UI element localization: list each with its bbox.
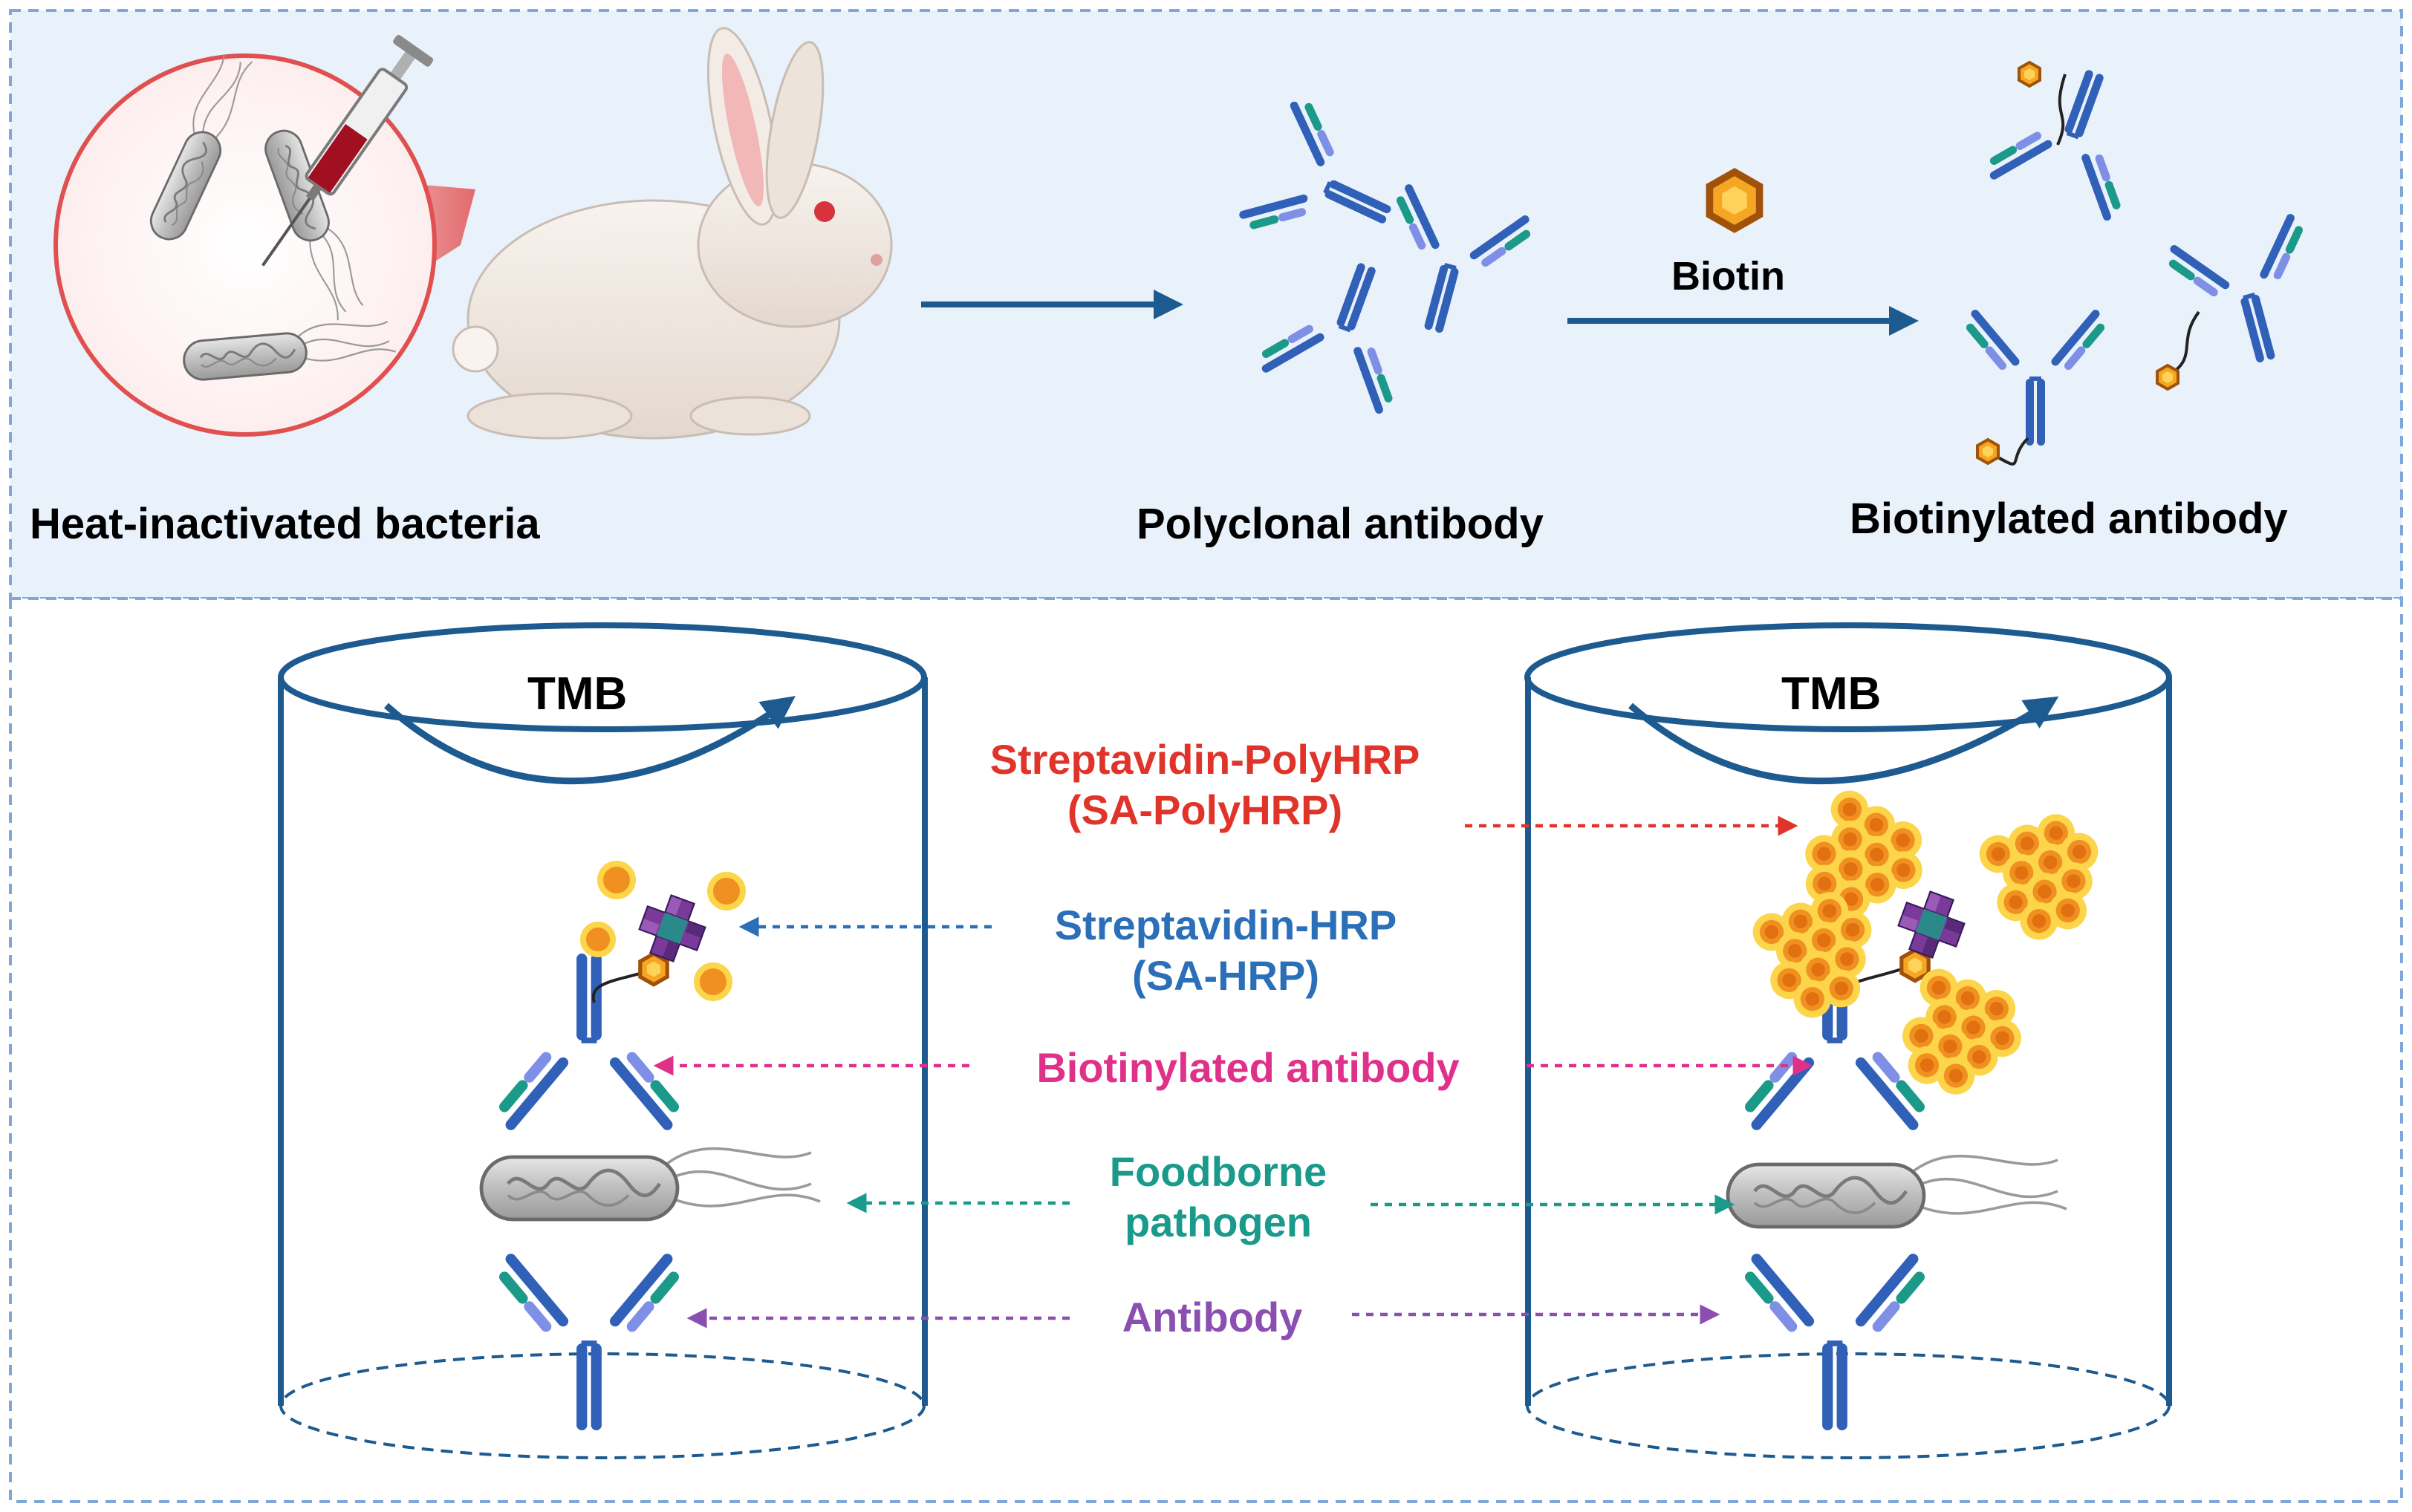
- pathogen-label-line2: pathogen: [1125, 1199, 1312, 1245]
- sa-hrp-label-line1: Streptavidin-HRP: [1055, 902, 1397, 948]
- biotin-label: Biotin: [1671, 254, 1785, 299]
- left-sandwich-assay: [481, 861, 820, 1430]
- biotinylated-antibody-label: Biotinylated antibody: [1850, 495, 2288, 543]
- left-well-title: TMB: [527, 668, 627, 720]
- sa-polyhrp-label-line1: Streptavidin-PolyHRP: [990, 736, 1420, 783]
- syringe-icon: [261, 35, 434, 267]
- right-well: [1524, 622, 2172, 1459]
- bacteria-label: Heat-inactivated bacteria: [30, 500, 540, 548]
- biotinylated-antibody-group: [1965, 48, 2335, 466]
- biotin-icon: [1709, 172, 1759, 229]
- polyclonal-antibody-label: Polyclonal antibody: [1137, 500, 1544, 548]
- antibody-legend-label: Antibody: [1122, 1294, 1303, 1340]
- biotinylated-antibody-legend-label: Biotinylated antibody: [1036, 1044, 1459, 1091]
- right-well-title: TMB: [1781, 668, 1881, 720]
- left-well: [278, 622, 928, 1459]
- rabbit-image: [452, 27, 893, 440]
- sa-hrp-label-line2: (SA-HRP): [1132, 952, 1319, 999]
- sa-polyhrp-label-line2: (SA-PolyHRP): [1067, 786, 1342, 833]
- right-sandwich-assay: [1728, 789, 2116, 1430]
- pathogen-label-line1: Foodborne: [1110, 1148, 1327, 1195]
